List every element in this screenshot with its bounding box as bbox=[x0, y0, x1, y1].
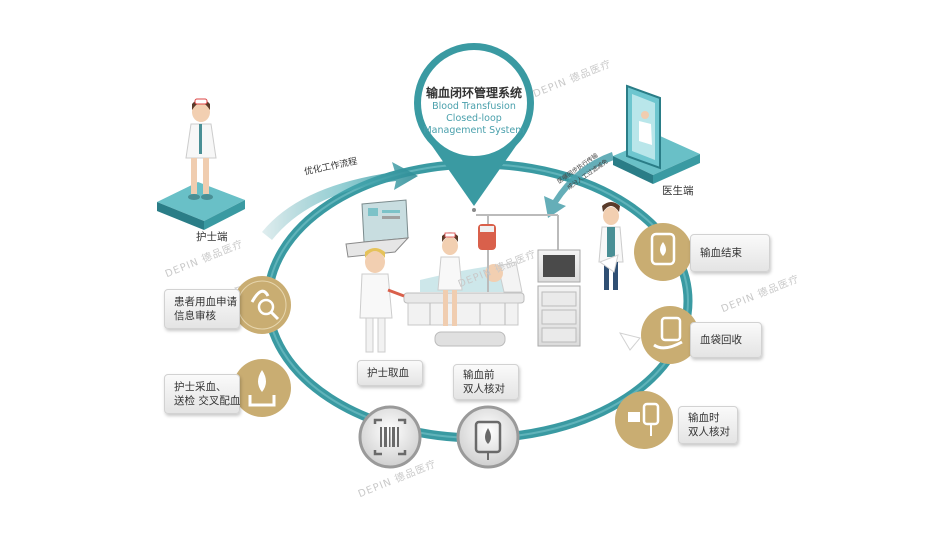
step-collect-line1: 护士采血、 bbox=[174, 381, 227, 393]
gold-circle-end bbox=[634, 223, 692, 281]
scanning-staff-figure bbox=[359, 248, 405, 353]
doctor-figure bbox=[598, 202, 624, 290]
grey-circle-barcode bbox=[358, 405, 422, 469]
gold-circle-bag-recycle bbox=[641, 306, 699, 364]
step-review-line1: 患者用血申请 bbox=[174, 296, 237, 308]
step-card-collect: 护士采血、 送检 交叉配血 bbox=[164, 374, 240, 414]
nurse-terminal-label: 护士端 bbox=[196, 231, 228, 243]
nurse-figure bbox=[185, 98, 217, 200]
step-take-blood-label: 护士取血 bbox=[367, 367, 409, 379]
step-pre-check-line2: 双人核对 bbox=[463, 383, 505, 395]
step-review-line2: 信息审核 bbox=[174, 310, 216, 322]
doctor-terminal-label: 医生端 bbox=[662, 185, 694, 197]
system-title-zh: 输血闭环管理系统 bbox=[425, 86, 522, 100]
step-card-take-blood: 护士取血 bbox=[357, 360, 423, 386]
monitor-station bbox=[537, 215, 581, 347]
tablet-icon bbox=[626, 84, 661, 170]
step-during-check-line1: 输血时 bbox=[688, 412, 720, 424]
system-title-en-line2: Closed-loop bbox=[446, 113, 502, 124]
nurse-platform bbox=[157, 182, 245, 230]
laptop-icon bbox=[345, 199, 410, 258]
step-during-check-line2: 双人核对 bbox=[688, 426, 730, 438]
iv-stand bbox=[472, 208, 558, 292]
gold-circle-review bbox=[233, 276, 291, 334]
doctor-flow-arrow bbox=[544, 152, 614, 218]
step-card-bag-recycle: 血袋回收 bbox=[690, 322, 762, 358]
step-card-end: 输血结束 bbox=[690, 234, 770, 272]
grey-circle-blood-bag bbox=[456, 405, 520, 469]
location-pin-icon bbox=[414, 43, 534, 206]
step-card-review: 患者用血申请 信息审核 bbox=[164, 289, 240, 329]
gold-circle-collect bbox=[233, 359, 291, 417]
step-pre-check-line1: 输血前 bbox=[463, 369, 495, 381]
step-end-label: 输血结束 bbox=[700, 247, 742, 259]
system-title-en-line3: Management System bbox=[423, 125, 525, 136]
step-card-pre-check: 输血前 双人核对 bbox=[453, 364, 519, 400]
system-title-en-line1: Blood Transfusion bbox=[432, 101, 516, 112]
step-bag-recycle-label: 血袋回收 bbox=[700, 334, 742, 346]
bedside-nurse-figure bbox=[437, 232, 463, 326]
optimize-flow-arrow bbox=[262, 162, 418, 240]
gold-circle-during-check bbox=[615, 391, 673, 449]
step-card-during-check: 输血时 双人核对 bbox=[678, 406, 738, 444]
step-collect-line2: 送检 交叉配血 bbox=[174, 395, 241, 407]
